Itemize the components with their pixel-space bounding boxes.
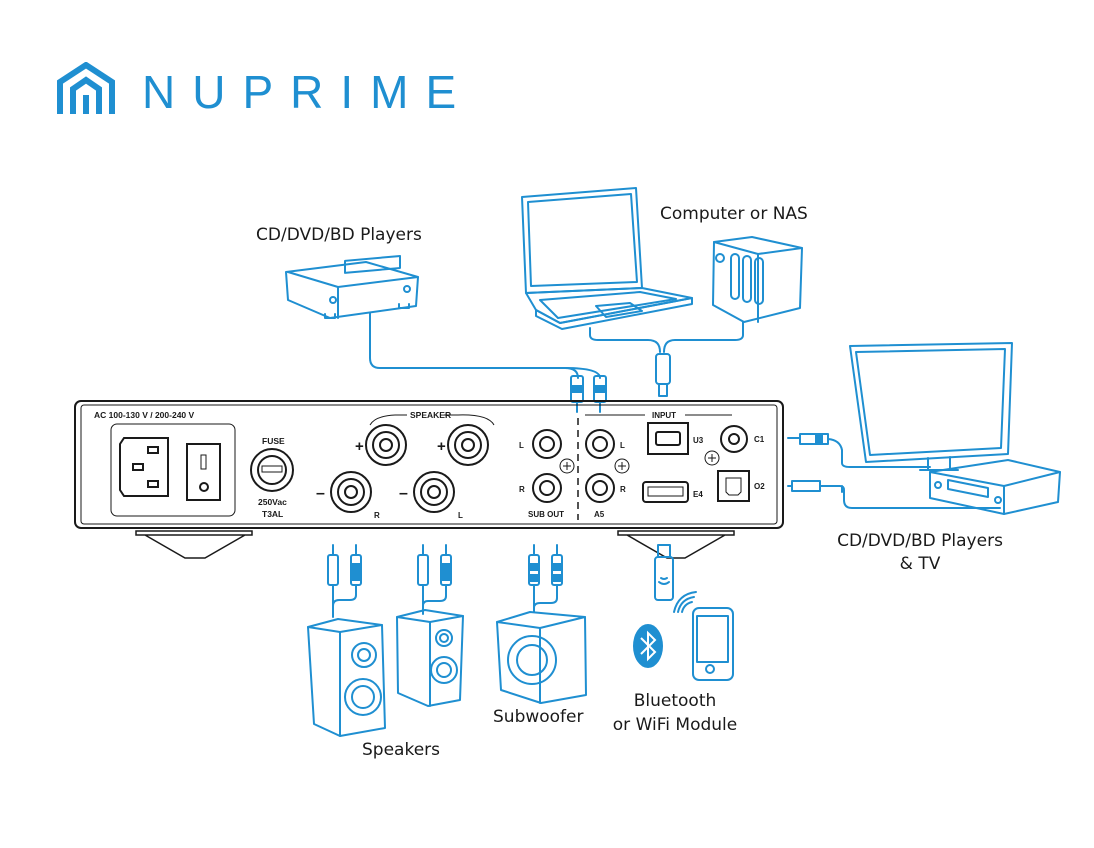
e4-label: E4 <box>693 490 703 499</box>
speaker-right-icon <box>396 609 464 707</box>
speakers-label: Speakers <box>362 740 441 760</box>
cd-players-top-label: CD/DVD/BD Players <box>256 225 422 245</box>
bluetooth-label-line2: or WiFi Module <box>612 715 738 735</box>
speaker-r-label: R <box>374 511 380 520</box>
minus-right: – <box>316 485 325 502</box>
subwoofer-label: Subwoofer <box>493 707 584 727</box>
computer-nas-label: Computer or NAS <box>660 204 808 224</box>
minus-left: – <box>399 485 408 502</box>
speaker-label: SPEAKER <box>410 410 451 420</box>
speaker-l-label: L <box>458 511 463 520</box>
o2-label: O2 <box>754 482 765 491</box>
brand-wordmark: NUPRIME <box>142 66 474 118</box>
bluetooth-label-line1: Bluetooth <box>633 691 717 711</box>
a5-l-label: L <box>620 441 625 450</box>
sub-out-label: SUB OUT <box>528 510 564 519</box>
tv-icon <box>849 342 1013 471</box>
wireless-dongle-icon <box>654 544 674 601</box>
fuse-label: FUSE <box>262 436 285 446</box>
nuprime-logo-icon <box>57 62 115 114</box>
input-label: INPUT <box>652 411 676 420</box>
amplifier-chassis <box>74 400 784 559</box>
bluetooth-icon <box>633 624 663 668</box>
plus-left: + <box>437 438 446 455</box>
a5-label: A5 <box>594 510 605 519</box>
laptop-icon <box>521 187 693 330</box>
cd-player-right-icon <box>929 459 1061 515</box>
cd-players-tv-label-line2: & TV <box>899 554 941 574</box>
c1-label: C1 <box>754 435 765 444</box>
phone-icon <box>692 607 734 681</box>
fuse-rating-label: 250Vac <box>258 497 287 507</box>
nas-icon <box>712 236 803 323</box>
power-rating-label: AC 100-130 V / 200-240 V <box>94 410 195 420</box>
speaker-left-icon <box>307 618 386 737</box>
subwoofer-icon <box>496 611 587 704</box>
plus-right: + <box>355 438 364 455</box>
fuse-type-label: T3AL <box>262 509 283 519</box>
sub-l-label: L <box>519 441 524 450</box>
cd-player-top-icon <box>285 255 419 319</box>
sub-r-label: R <box>519 485 525 494</box>
a5-r-label: R <box>620 485 626 494</box>
u3-label: U3 <box>693 436 704 445</box>
cd-players-tv-label-line1: CD/DVD/BD Players <box>837 531 1003 551</box>
